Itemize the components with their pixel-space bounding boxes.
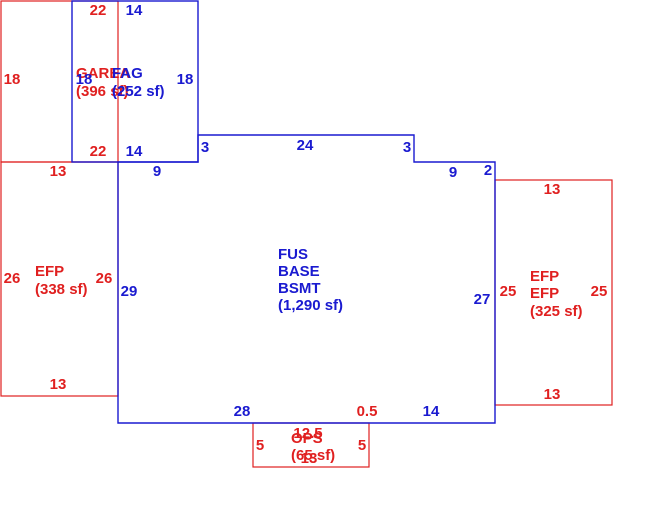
- fag-top-dimension: 14: [126, 2, 143, 19]
- fag-name-label: FAG: [112, 65, 143, 82]
- ops-left-dimension: 5: [256, 437, 264, 454]
- efp-right-bottom-dimension: 13: [544, 386, 561, 403]
- main-upper-left-dimension: 9: [153, 163, 161, 180]
- garage-bottom-dimension: 22: [90, 143, 107, 160]
- ops-name-label: OPS: [291, 430, 323, 447]
- efp-right-right-dimension: 25: [591, 283, 608, 300]
- main-house-outline: [117, 134, 496, 424]
- main-step-left-dimension: 3: [201, 139, 209, 156]
- garage-left-dimension: 18: [4, 71, 21, 88]
- main-upper-right-dimension: 9: [449, 164, 457, 181]
- fag-bottom-dimension: 14: [126, 143, 143, 160]
- main-name-line3: BSMT: [278, 280, 321, 297]
- ops-right-dimension: 5: [358, 437, 366, 454]
- efp-left-top-dimension: 13: [50, 163, 67, 180]
- main-step-right-dimension: 3: [403, 139, 411, 156]
- efp-right-top-dimension: 13: [544, 181, 561, 198]
- efp-left-area-label: (338 sf): [35, 281, 88, 298]
- main-area-label: (1,290 sf): [278, 297, 343, 314]
- fag-left-dimension: 18: [76, 71, 93, 88]
- main-bottom-left-dimension: 28: [234, 403, 251, 420]
- ops-area-label: (65 sf): [291, 447, 335, 464]
- ops-top-dimension: 12.5: [293, 425, 322, 442]
- fag-area-label: (252 sf): [112, 83, 165, 100]
- efp-right-name-line2: EFP: [530, 285, 559, 302]
- efp-left-name-label: EFP: [35, 263, 64, 280]
- main-right-small-dimension: 2: [484, 162, 492, 179]
- garage-top-dimension: 22: [90, 2, 107, 19]
- main-name-line2: BASE: [278, 263, 320, 280]
- efp-right-name-line1: EFP: [530, 268, 559, 285]
- main-bottom-right-dimension: 14: [423, 403, 440, 420]
- main-left-dimension: 29: [121, 283, 138, 300]
- main-top-dimension: 24: [297, 137, 314, 154]
- main-name-line1: FUS: [278, 246, 308, 263]
- efp-right-area-label: (325 sf): [530, 303, 583, 320]
- efp-right-left-dimension: 25: [500, 283, 517, 300]
- efp-left-bottom-dimension: 13: [50, 376, 67, 393]
- garage-name-label: GAREA: [76, 65, 130, 82]
- main-bottom-small-dimension: 0.5: [357, 403, 378, 420]
- efp-left-right-dimension: 26: [96, 270, 113, 287]
- efp-left-left-dimension: 26: [4, 270, 21, 287]
- main-right-dimension: 27: [474, 291, 491, 308]
- ops-bottom-dimension: 13: [301, 450, 318, 467]
- garage-area-label: (396 sf): [76, 83, 129, 100]
- fag-right-dimension: 18: [177, 71, 194, 88]
